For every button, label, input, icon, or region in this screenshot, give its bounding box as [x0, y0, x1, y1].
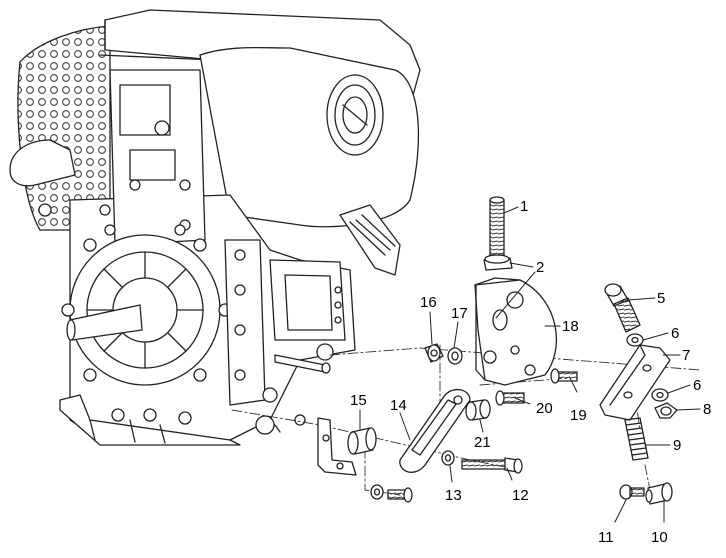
part-17-washer [447, 347, 463, 365]
part-11-screw [619, 484, 645, 500]
part-18-bracket-plate [474, 277, 557, 386]
engine-base [59, 394, 241, 446]
callout-6-lower: 6 [693, 377, 701, 394]
part-20-screw [495, 390, 525, 406]
callout-1: 1 [520, 198, 528, 215]
bottom-washer [370, 484, 384, 500]
part-16-nut [424, 343, 444, 363]
angle-bracket [317, 417, 357, 476]
callout-18: 18 [562, 318, 579, 335]
callout-5: 5 [657, 290, 665, 307]
callout-7: 7 [682, 347, 690, 364]
part-6-washer-upper [626, 333, 644, 347]
bottom-screw [387, 487, 413, 503]
part-8-nut [654, 402, 678, 419]
part-5-bolt [604, 283, 641, 333]
part-2-nut [483, 254, 513, 271]
part-13-washer [441, 450, 455, 466]
callout-15: 15 [350, 392, 367, 409]
callout-17: 17 [451, 305, 468, 322]
part-6-washer-lower [651, 388, 669, 402]
part-10-pin [645, 482, 673, 505]
part-15-spacer [347, 427, 377, 455]
part-1-stud [489, 196, 505, 256]
part-9-spring [624, 417, 649, 461]
part-21-bushing [465, 399, 491, 421]
callout-16: 16 [420, 294, 437, 311]
callout-13: 13 [445, 487, 462, 504]
callout-10: 10 [651, 529, 668, 546]
engine-body [9, 9, 421, 446]
callout-6-upper: 6 [671, 325, 679, 342]
part-7-bracket [599, 344, 671, 421]
callout-20: 20 [536, 400, 553, 417]
callout-9: 9 [673, 437, 681, 454]
part-14-lever [399, 388, 471, 473]
callout-21: 21 [474, 434, 491, 451]
part-19-screw [550, 368, 578, 384]
callout-8: 8 [703, 401, 711, 418]
side-handle [9, 139, 76, 187]
callout-labels: 1 2 5 6 7 6 8 9 10 11 12 13 14 15 16 17 … [350, 198, 711, 546]
callout-14: 14 [390, 397, 407, 414]
part-12-bolt [461, 457, 523, 474]
callout-2: 2 [536, 259, 544, 276]
leader-lines [359, 206, 701, 523]
callout-12: 12 [512, 487, 529, 504]
callout-19: 19 [570, 407, 587, 424]
callout-11: 11 [598, 529, 614, 546]
